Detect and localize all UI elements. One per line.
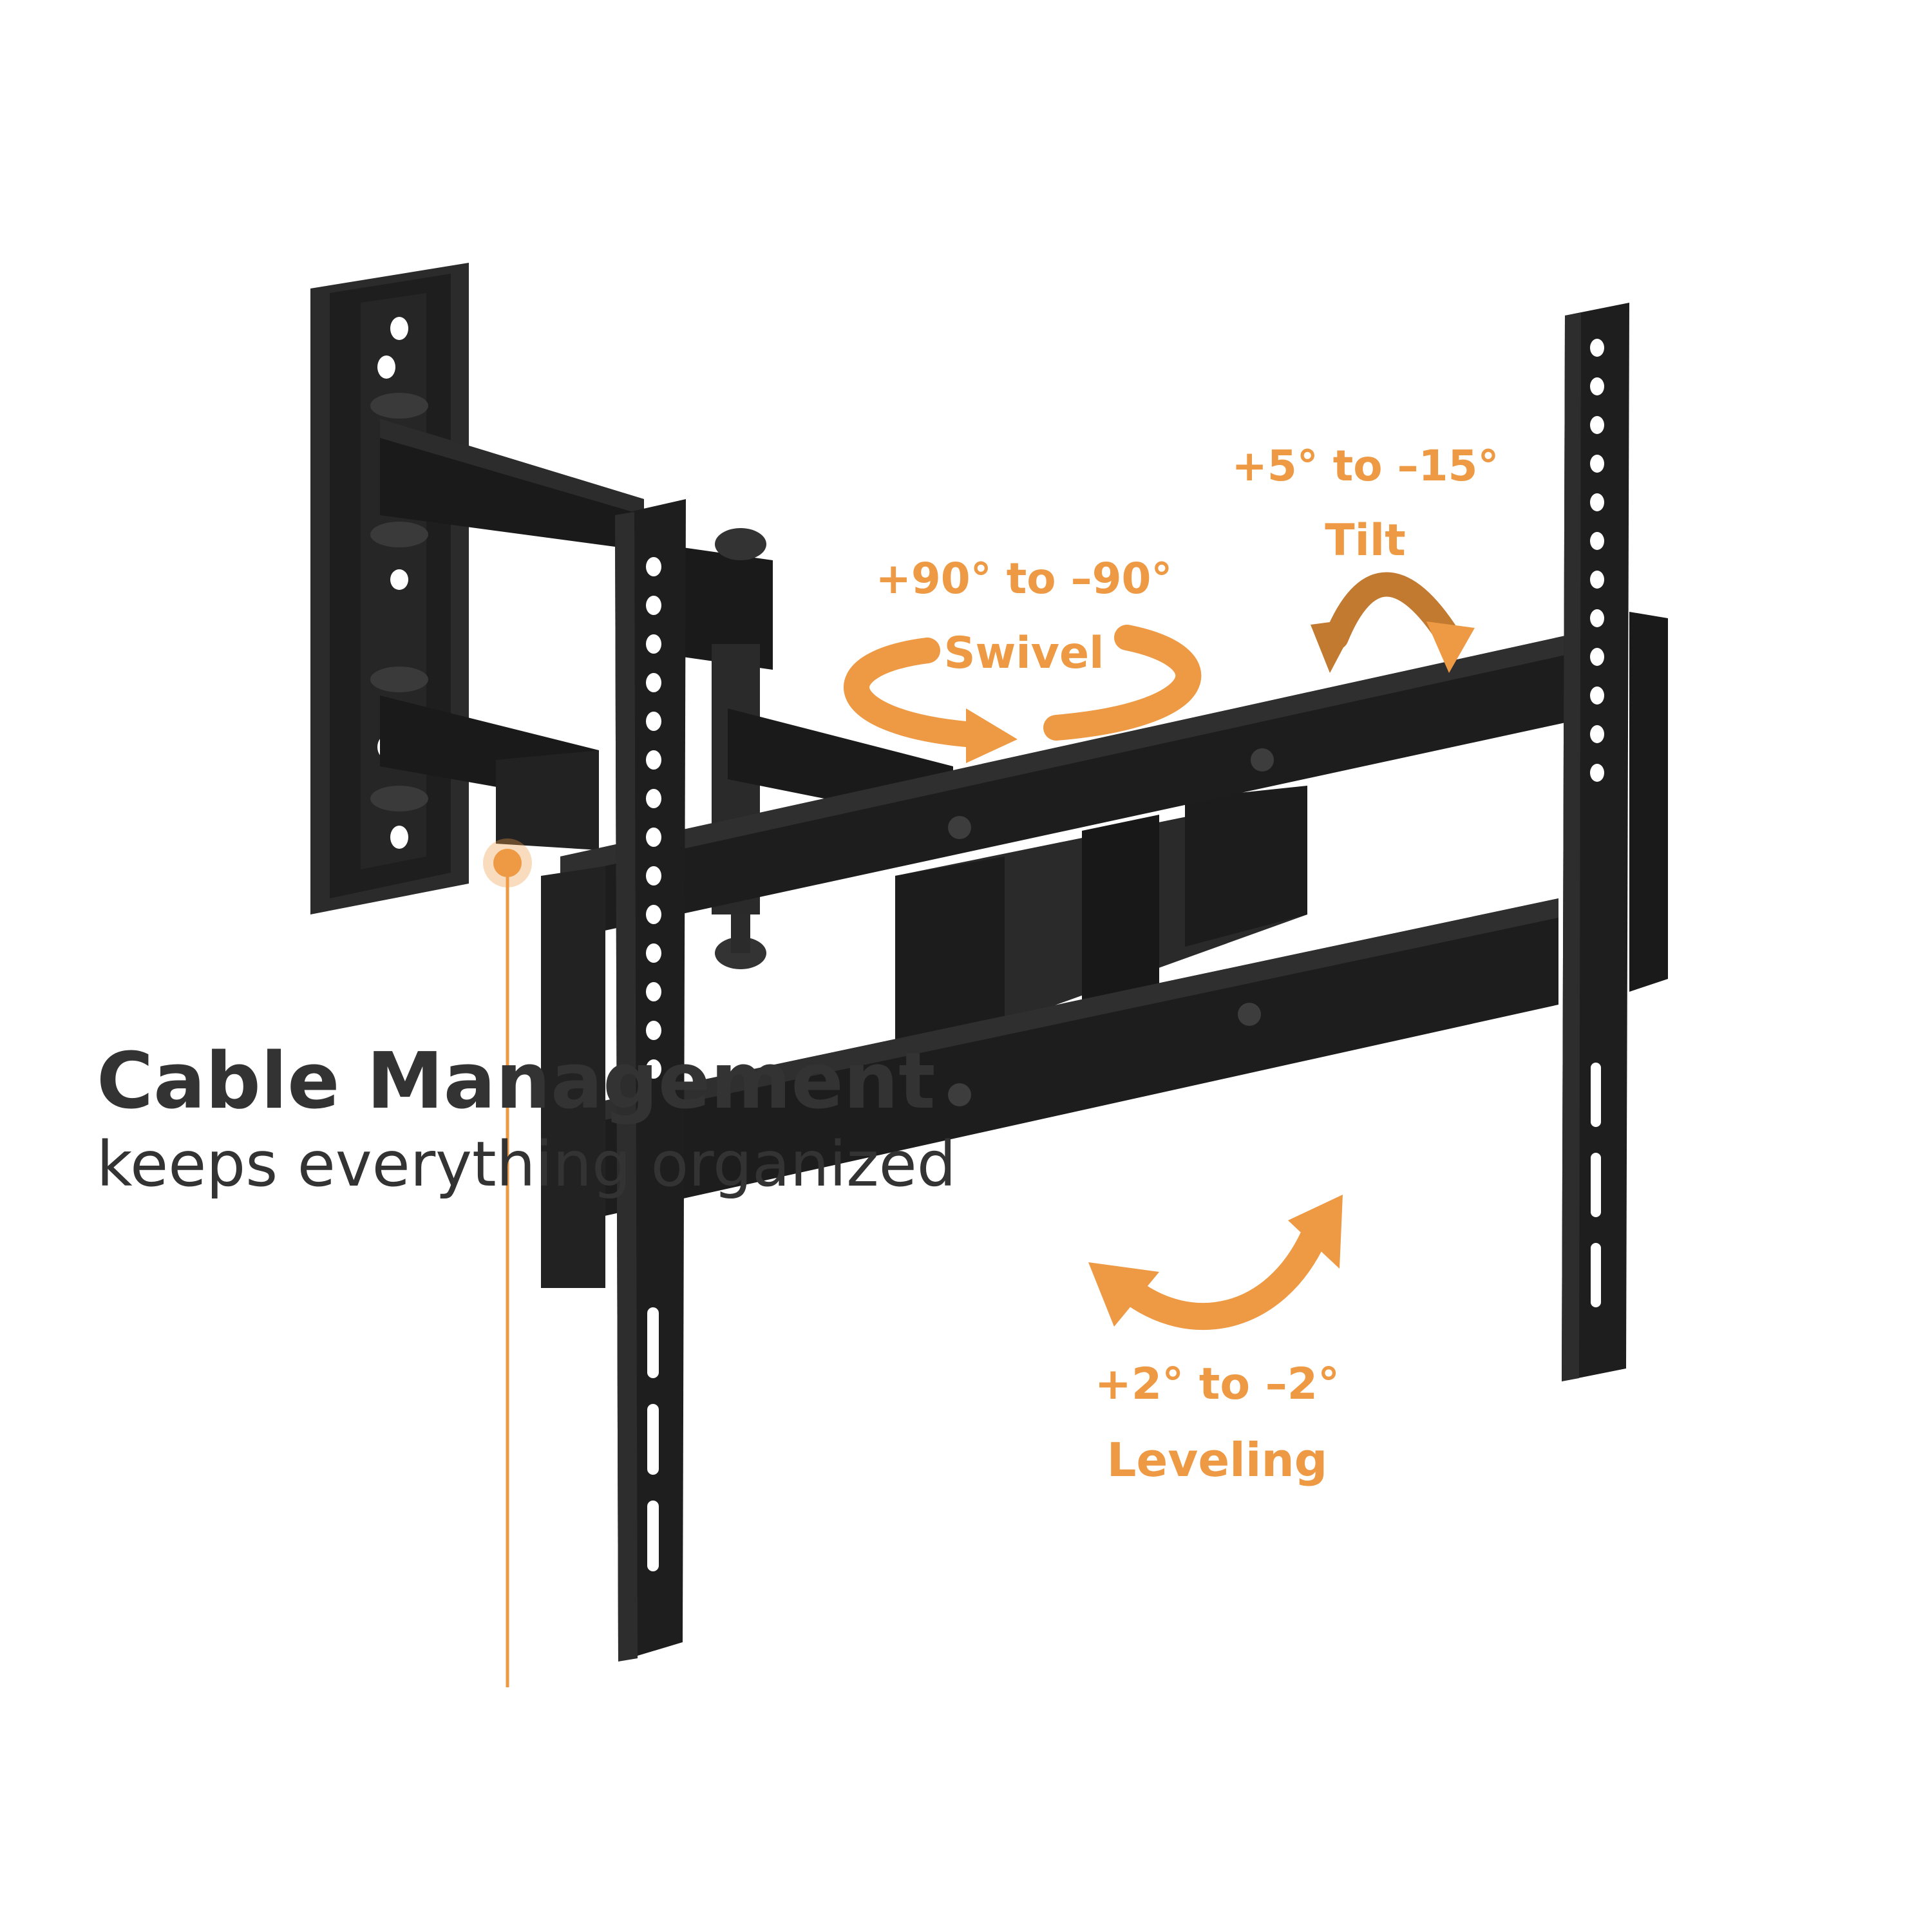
leveling-arrow-icon (1088, 1195, 1343, 1331)
tilt-arrow-icon (1311, 572, 1475, 673)
leveling-name-label: Leveling (1106, 1433, 1328, 1487)
swivel-range-label: +90° to –90° (875, 554, 1173, 603)
center-mount-plate (895, 786, 1307, 1063)
swivel-name-label: Swivel (943, 628, 1104, 679)
right-vertical-strap (1562, 303, 1668, 1381)
feature-title: Cable Management (97, 1037, 936, 1126)
left-vertical-strap (615, 499, 686, 1662)
feature-subtitle: keeps everything organized (97, 1128, 956, 1200)
horizontal-rails (541, 634, 1571, 1288)
wall-plate (310, 263, 469, 914)
swivel-arrow-icon (844, 625, 1202, 747)
tilt-range-label: +5° to –15° (1231, 441, 1499, 491)
leveling-range-label: +2° to –2° (1094, 1359, 1340, 1410)
tilt-name-label: Tilt (1325, 515, 1406, 566)
cable-management-pointer (483, 838, 532, 1687)
